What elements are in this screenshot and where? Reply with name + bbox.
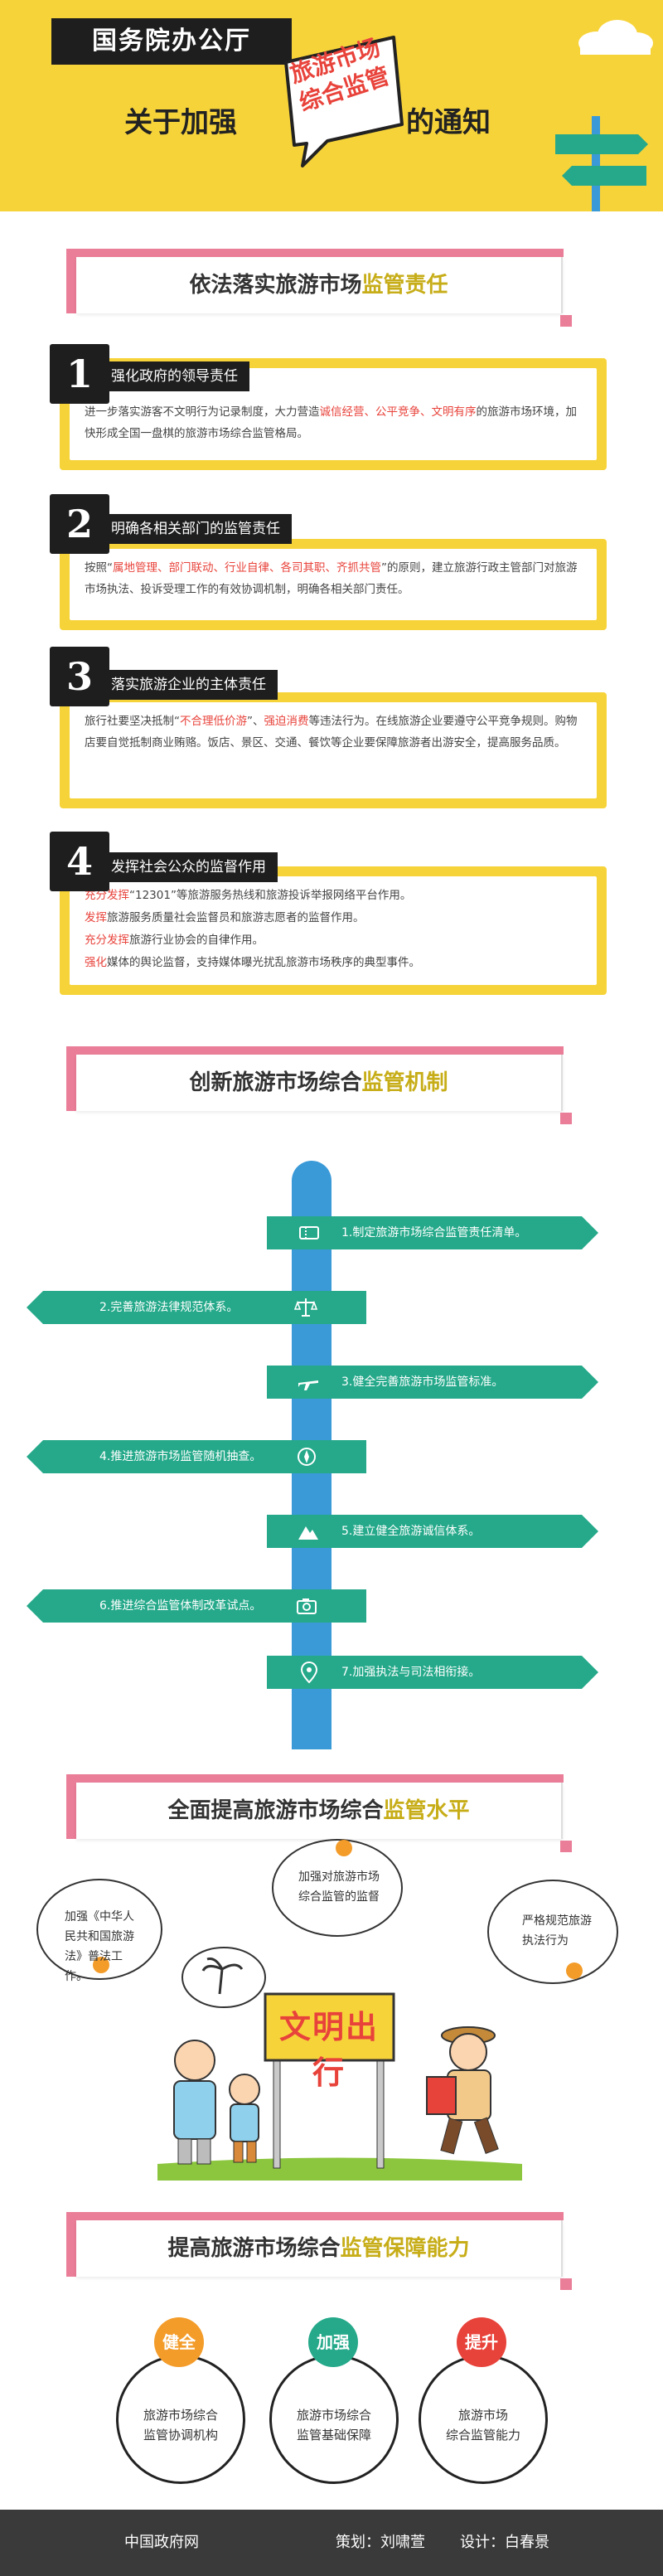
headline-left: 关于加强 bbox=[124, 106, 237, 139]
scales-icon bbox=[294, 1298, 317, 1317]
cloud-icon bbox=[578, 20, 653, 55]
signpost-icon bbox=[555, 116, 648, 211]
mechanism-step-4 bbox=[27, 1440, 366, 1473]
header-banner: 国务院办公厅 旅游市场 综合监管 关于加强 的通知 bbox=[0, 0, 663, 211]
duty-heading-2: 明确各相关部门的监管责任 bbox=[99, 514, 292, 544]
mechanism-step-7-label: 7.加强执法与司法相衔接。 bbox=[341, 1666, 481, 1679]
duty-card-2: 按照“属地管理、部门联动、行业自律、各司其职、齐抓共管”的原则，建立旅游行政主管… bbox=[60, 539, 607, 630]
ticket-icon bbox=[299, 1226, 319, 1239]
section2-title: 创新旅游市场综合监管机制 bbox=[189, 1070, 448, 1095]
duty-heading-4: 发挥社会公众的监督作用 bbox=[99, 852, 278, 882]
number-badge-1: 1 bbox=[50, 344, 109, 404]
duty-card-3: 旅行社要坚决抵制“不合理低价游”、强迫消费等违法行为。在线旅游企业要遵守公平竞争… bbox=[60, 692, 607, 808]
duty-card-1-body: 进一步落实游客不文明行为记录制度，大力营造诚信经营、公平竞争、文明有序的旅游市场… bbox=[85, 405, 577, 440]
guarantee-badge-1: 健全 bbox=[154, 2317, 204, 2367]
thought-bubble-2 bbox=[272, 1839, 403, 1937]
guarantee-circle-2: 旅游市场综合监管基础保障 bbox=[269, 2355, 399, 2484]
mechanism-step-7 bbox=[267, 1656, 598, 1689]
brand-title: 国务院办公厅 bbox=[51, 18, 292, 65]
guarantee-circle-3: 旅游市场综合监管能力 bbox=[419, 2355, 548, 2484]
supervision-line-2: 发挥旅游服务质量社会监督员和旅游志愿者的监督作用。 bbox=[85, 911, 365, 924]
guarantee-badge-2: 加强 bbox=[308, 2317, 358, 2367]
supervision-line-1: 充分发挥“12301”等旅游服务热线和旅游投诉举报网络平台作用。 bbox=[85, 889, 412, 902]
footer-source: 中国政府网 bbox=[124, 2534, 199, 2551]
speech-bubble-icon bbox=[284, 36, 404, 167]
duty-heading-1: 强化政府的领导责任 bbox=[99, 361, 249, 391]
thought-bubble-1-text: 加强《中华人民共和国旅游法》普法工作。 bbox=[65, 1910, 134, 1983]
guarantee-circle-1: 旅游市场综合监管协调机构 bbox=[116, 2355, 245, 2484]
section3-banner: 全面提高旅游市场综合监管水平 bbox=[66, 1774, 572, 1857]
duty-card-2-body: 按照“属地管理、部门联动、行业自律、各司其职、齐抓共管”的原则，建立旅游行政主管… bbox=[85, 561, 578, 596]
sign-text: 文明出行 bbox=[278, 2009, 379, 2091]
camera-icon bbox=[297, 1598, 317, 1614]
section1-banner: 依法落实旅游市场监管责任 bbox=[66, 249, 572, 332]
airplane-icon bbox=[298, 1380, 318, 1390]
supervision-line-4: 强化媒体的舆论监督，支持媒体曝光扰乱旅游市场秩序的典型事件。 bbox=[85, 956, 420, 969]
thought-bubble-2-text: 加强对旅游市场综合监管的监督 bbox=[298, 1870, 380, 1904]
mechanism-step-4-label: 4.推进旅游市场监管随机抽查。 bbox=[99, 1450, 262, 1463]
mechanism-step-1 bbox=[267, 1216, 598, 1249]
footer-planner: 策划：刘啸萱 bbox=[336, 2534, 425, 2551]
duty-heading-3: 落实旅游企业的主体责任 bbox=[99, 670, 278, 700]
section1-title: 依法落实旅游市场监管责任 bbox=[189, 273, 448, 298]
section4-title: 提高旅游市场综合监管保障能力 bbox=[167, 2236, 470, 2261]
duty-card-4-body: 充分发挥“12301”等旅游服务热线和旅游投诉举报网络平台作用。 发挥旅游服务质… bbox=[85, 885, 582, 974]
section4-banner: 提高旅游市场综合监管保障能力 bbox=[66, 2212, 572, 2295]
thought-bubble-1 bbox=[36, 1879, 162, 1980]
supervision-line-3: 充分发挥旅游行业协会的自律作用。 bbox=[85, 934, 264, 947]
thought-bubble-3 bbox=[487, 1880, 618, 1984]
mechanism-step-5-label: 5.建立健全旅游诚信体系。 bbox=[341, 1525, 481, 1538]
guarantee-badge-3: 提升 bbox=[457, 2317, 506, 2367]
section3-title: 全面提高旅游市场综合监管水平 bbox=[167, 1798, 470, 1823]
mechanism-step-6 bbox=[27, 1589, 366, 1623]
mechanism-step-1-label: 1.制定旅游市场综合监管责任清单。 bbox=[341, 1226, 527, 1239]
footer-designer: 设计：白春景 bbox=[460, 2534, 549, 2551]
map-pin-icon bbox=[300, 1661, 318, 1684]
thought-bubble-3-text: 严格规范旅游执法行为 bbox=[522, 1914, 592, 1948]
mechanism-step-2-label: 2.完善旅游法律规范体系。 bbox=[99, 1301, 239, 1314]
guarantee-circle-1-text: 旅游市场综合监管协调机构 bbox=[143, 2408, 218, 2443]
footer: 中国政府网 策划：刘啸萱 设计：白春景 bbox=[0, 2510, 663, 2576]
headline-right: 的通知 bbox=[406, 106, 491, 139]
guarantee-circle-2-text: 旅游市场综合监管基础保障 bbox=[296, 2408, 371, 2443]
mechanism-step-3 bbox=[267, 1366, 598, 1399]
mechanism-step-6-label: 6.推进综合监管体制改革试点。 bbox=[99, 1599, 262, 1613]
compass-icon bbox=[298, 1448, 316, 1466]
cartoon-illustration bbox=[157, 1947, 522, 2181]
section2-banner: 创新旅游市场综合监管机制 bbox=[66, 1046, 572, 1129]
duty-card-4: 充分发挥“12301”等旅游服务热线和旅游投诉举报网络平台作用。 发挥旅游服务质… bbox=[60, 866, 607, 995]
guarantee-circle-3-text: 旅游市场综合监管能力 bbox=[445, 2408, 520, 2443]
mechanism-step-5 bbox=[267, 1515, 598, 1548]
mechanism-step-3-label: 3.健全完善旅游市场监管标准。 bbox=[341, 1375, 504, 1389]
duty-card-3-body: 旅行社要坚决抵制“不合理低价游”、强迫消费等违法行为。在线旅游企业要遵守公平竞争… bbox=[85, 715, 578, 750]
duty-card-1: 进一步落实游客不文明行为记录制度，大力营造诚信经营、公平竞争、文明有序的旅游市场… bbox=[60, 358, 607, 470]
mountain-icon bbox=[298, 1526, 318, 1540]
mechanism-step-2 bbox=[27, 1291, 366, 1324]
